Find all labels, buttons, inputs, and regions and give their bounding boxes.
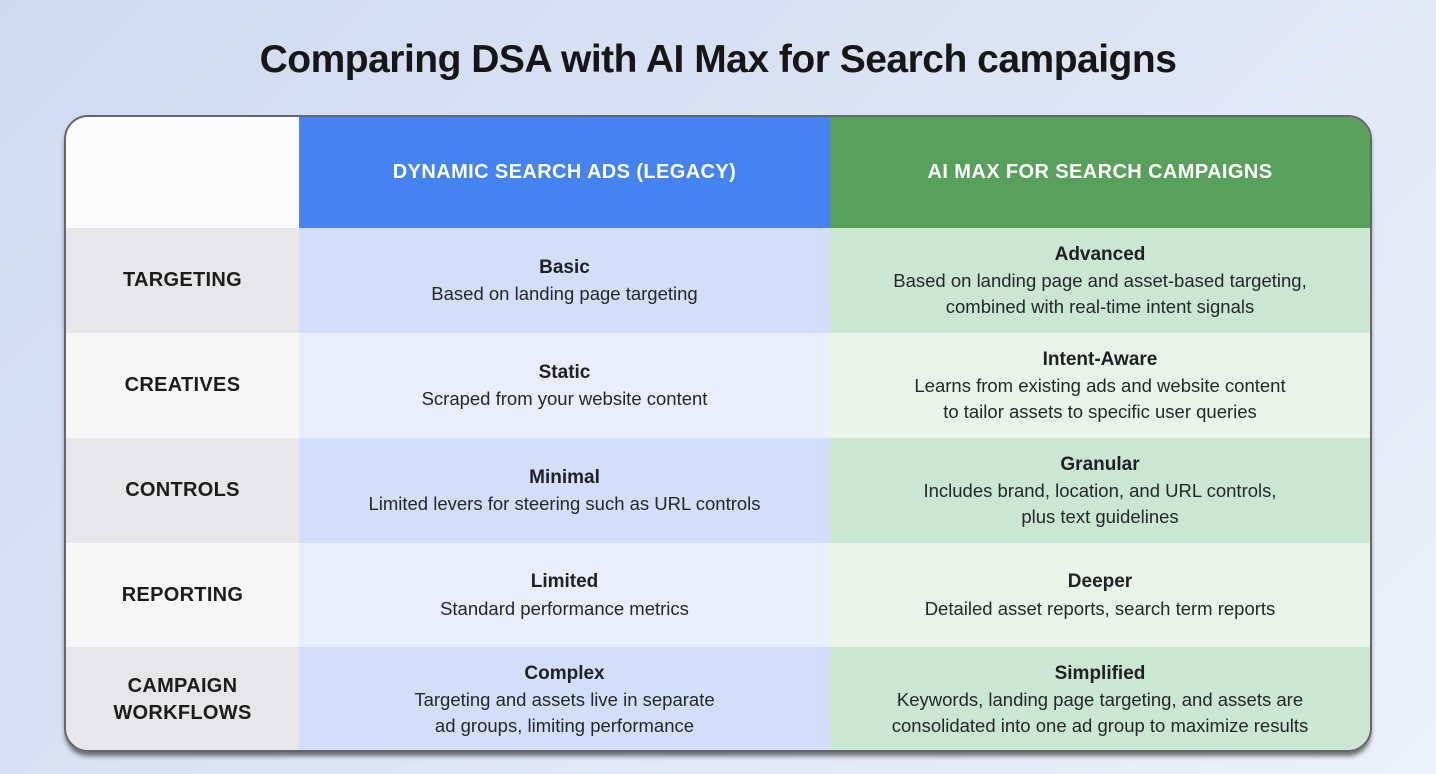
- cell-description: Includes brand, location, and URL contro…: [923, 480, 1277, 528]
- row-label-targeting: TARGETING: [66, 228, 299, 333]
- cell-controls-dsa: Minimal Limited levers for steering such…: [299, 438, 830, 543]
- row-label-text: CONTROLS: [125, 479, 240, 501]
- cell-description: Standard performance metrics: [440, 597, 689, 619]
- row-label-text: CREATIVES: [124, 374, 241, 396]
- row-label-text: CAMPAIGN WORKFLOWS: [113, 674, 252, 724]
- header-cell-dsa: DYNAMIC SEARCH ADS (LEGACY): [299, 117, 830, 228]
- cell-creatives-aimax: Intent-Aware Learns from existing ads an…: [830, 333, 1370, 438]
- row-label-reporting: REPORTING: [66, 543, 299, 647]
- aimax-column-header: AI MAX FOR SEARCH CAMPAIGNS: [927, 161, 1273, 183]
- cell-heading: Limited: [530, 571, 599, 593]
- row-label-campaign-workflows: CAMPAIGN WORKFLOWS: [66, 647, 299, 750]
- cell-heading: Static: [538, 361, 591, 383]
- cell-description: Scraped from your website content: [421, 388, 708, 410]
- cell-creatives-dsa: Static Scraped from your website content: [299, 333, 830, 438]
- row-label-text: TARGETING: [123, 269, 242, 291]
- dsa-column-header: DYNAMIC SEARCH ADS (LEGACY): [392, 161, 737, 183]
- cell-description: Learns from existing ads and website con…: [914, 375, 1286, 423]
- cell-description: Detailed asset reports, search term repo…: [924, 597, 1276, 619]
- page-title: Comparing DSA with AI Max for Search cam…: [259, 38, 1177, 81]
- cell-heading: Basic: [539, 256, 590, 278]
- cell-targeting-aimax: Advanced Based on landing page and asset…: [830, 228, 1370, 333]
- cell-heading: Complex: [524, 662, 605, 684]
- cell-reporting-dsa: Limited Standard performance metrics: [299, 543, 830, 647]
- cell-description: Targeting and assets live in separate ad…: [414, 689, 715, 737]
- header-cell-aimax: AI MAX FOR SEARCH CAMPAIGNS: [830, 117, 1370, 228]
- cell-heading: Granular: [1060, 453, 1140, 475]
- cell-heading: Minimal: [529, 466, 600, 488]
- cell-targeting-dsa: Basic Based on landing page targeting: [299, 228, 830, 333]
- cell-workflows-aimax: Simplified Keywords, landing page target…: [830, 647, 1370, 750]
- comparison-table: DYNAMIC SEARCH ADS (LEGACY) AI MAX FOR S…: [64, 115, 1372, 752]
- cell-description: Keywords, landing page targeting, and as…: [891, 689, 1309, 737]
- cell-description: Limited levers for steering such as URL …: [368, 493, 761, 515]
- cell-heading: Intent-Aware: [1042, 348, 1158, 370]
- cell-heading: Simplified: [1054, 662, 1146, 684]
- cell-reporting-aimax: Deeper Detailed asset reports, search te…: [830, 543, 1370, 647]
- row-label-controls: CONTROLS: [66, 438, 299, 543]
- header-corner-cell: [66, 117, 299, 228]
- cell-heading: Advanced: [1054, 243, 1146, 265]
- cell-workflows-dsa: Complex Targeting and assets live in sep…: [299, 647, 830, 750]
- row-label-text: REPORTING: [121, 583, 244, 606]
- cell-heading: Deeper: [1067, 571, 1133, 593]
- cell-description: Based on landing page targeting: [431, 283, 698, 305]
- cell-controls-aimax: Granular Includes brand, location, and U…: [830, 438, 1370, 543]
- cell-description: Based on landing page and asset-based ta…: [893, 270, 1307, 318]
- row-label-creatives: CREATIVES: [66, 333, 299, 438]
